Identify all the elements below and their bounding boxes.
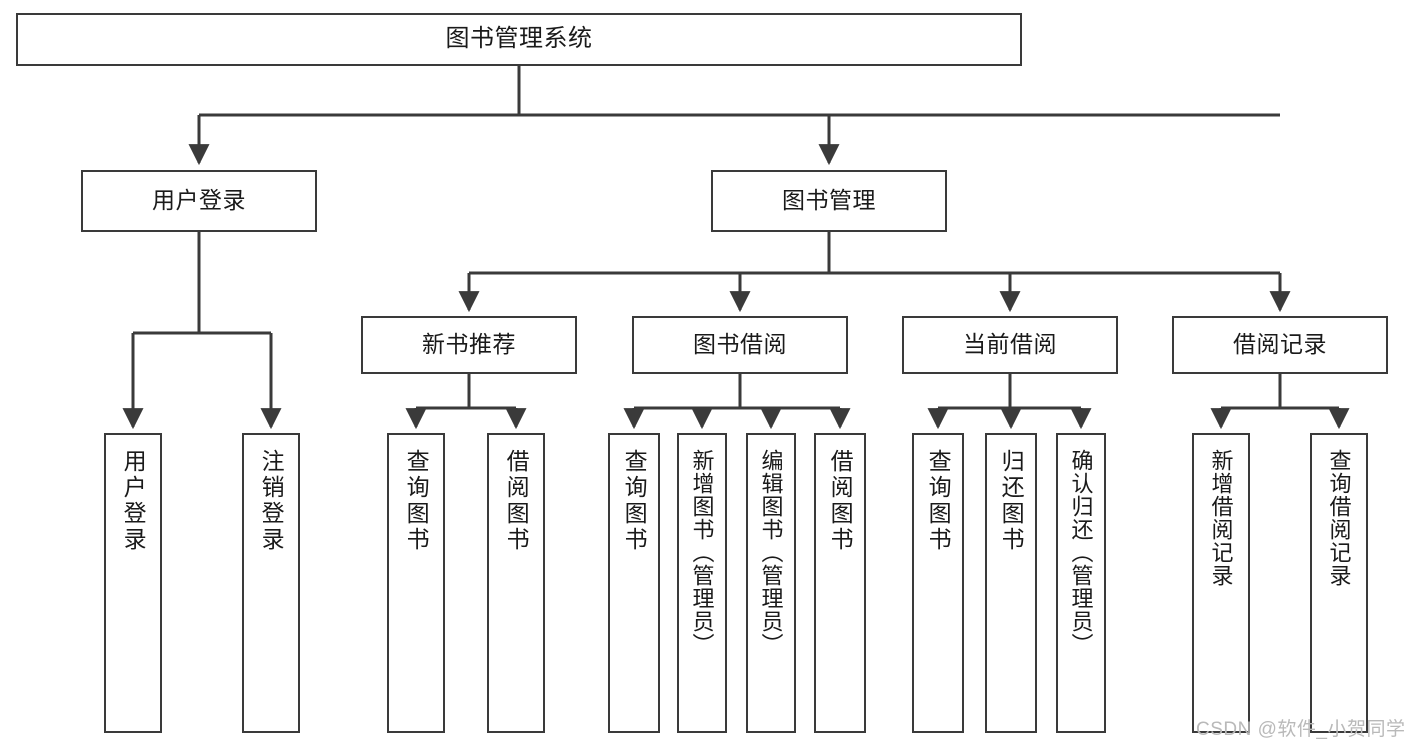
node-label: 查询借阅记录: [1326, 449, 1352, 587]
node-book-borrowing[interactable]: 图书借阅: [632, 316, 848, 374]
node-label: 归还图书: [998, 449, 1025, 553]
leaf-confirm-return-admin[interactable]: 确认归还（管理员）: [1056, 433, 1106, 733]
node-label: 查询图书: [403, 449, 430, 553]
node-label: 确认归还（管理员）: [1068, 449, 1094, 656]
leaf-query-book-current[interactable]: 查询图书: [912, 433, 964, 733]
node-label: 借阅记录: [1233, 331, 1327, 358]
node-root-system[interactable]: 图书管理系统: [16, 13, 1022, 66]
node-label: 新增图书（管理员）: [689, 449, 715, 656]
leaf-borrow-book-borrowing[interactable]: 借阅图书: [814, 433, 866, 733]
leaf-add-book-admin[interactable]: 新增图书（管理员）: [677, 433, 727, 733]
leaf-logout[interactable]: 注销登录: [242, 433, 300, 733]
node-book-management[interactable]: 图书管理: [711, 170, 947, 232]
leaf-return-book[interactable]: 归还图书: [985, 433, 1037, 733]
node-label: 新书推荐: [422, 331, 516, 358]
node-label: 用户登录: [152, 187, 246, 214]
leaf-user-login[interactable]: 用户登录: [104, 433, 162, 733]
node-label: 借阅图书: [827, 449, 854, 553]
node-current-borrowing[interactable]: 当前借阅: [902, 316, 1118, 374]
csdn-watermark: CSDN @软件_小贺同学: [1196, 719, 1405, 740]
leaf-edit-book-admin[interactable]: 编辑图书（管理员）: [746, 433, 796, 733]
leaf-borrow-book-recommendation[interactable]: 借阅图书: [487, 433, 545, 733]
leaf-query-book-borrowing[interactable]: 查询图书: [608, 433, 660, 733]
node-label: 注销登录: [258, 449, 285, 553]
node-label: 图书管理: [782, 187, 876, 214]
node-label: 查询图书: [925, 449, 952, 553]
leaf-query-book-recommendation[interactable]: 查询图书: [387, 433, 445, 733]
node-label: 编辑图书（管理员）: [758, 449, 784, 656]
leaf-query-borrow-record[interactable]: 查询借阅记录: [1310, 433, 1368, 733]
node-label: 查询图书: [621, 449, 648, 553]
node-label: 当前借阅: [963, 331, 1057, 358]
node-label: 图书借阅: [693, 331, 787, 358]
node-new-book-recommendation[interactable]: 新书推荐: [361, 316, 577, 374]
node-label: 图书管理系统: [445, 25, 593, 53]
node-label: 新增借阅记录: [1208, 449, 1234, 587]
node-user-login[interactable]: 用户登录: [81, 170, 317, 232]
node-borrow-records[interactable]: 借阅记录: [1172, 316, 1388, 374]
leaf-add-borrow-record[interactable]: 新增借阅记录: [1192, 433, 1250, 733]
node-label: 用户登录: [120, 449, 147, 553]
node-label: 借阅图书: [503, 449, 530, 553]
